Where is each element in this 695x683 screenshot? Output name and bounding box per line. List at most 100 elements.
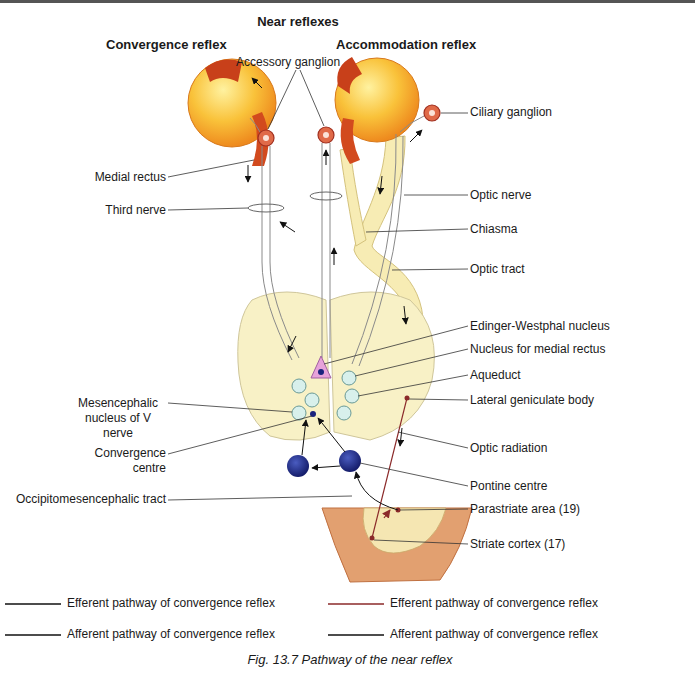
part-label: Lateral geniculate body: [470, 393, 685, 408]
third-nerve: [262, 146, 292, 360]
edinger-westphal-nucleus: [311, 356, 331, 378]
leader-line: [404, 195, 468, 196]
legend-swatch: [328, 600, 384, 608]
part-label: Ciliary ganglion: [470, 105, 685, 120]
pathway-line: [312, 466, 340, 468]
accessory-ganglion: [318, 127, 334, 143]
part-label: Third nerve: [66, 203, 166, 218]
pathway-line: [302, 420, 306, 455]
leader-line: [355, 349, 468, 376]
part-label: Optic tract: [470, 262, 685, 277]
leader-line: [168, 416, 312, 454]
pathway-arrow: [410, 130, 422, 142]
legend-swatch: [5, 600, 61, 608]
third-nerve: [322, 143, 323, 358]
pathway-arrow: [334, 248, 335, 265]
legend-text: Efferent pathway of convergence reflex: [67, 596, 275, 610]
medial-rectus-muscle: [341, 118, 360, 164]
nucleus-circle: [292, 379, 306, 393]
eye-muscle: [337, 57, 362, 94]
part-label: Occipitomesencephalic tract: [10, 492, 166, 507]
part-label: Aqueduct: [470, 368, 685, 383]
ciliary-ganglion: [424, 105, 440, 121]
pathway-arrow: [248, 165, 249, 182]
occipitomesencephalic-tract: [356, 472, 398, 510]
leader-line: [168, 403, 292, 412]
legend-text: Afferent pathway of convergence reflex: [390, 627, 598, 641]
legend-text: Efferent pathway of convergence reflex: [390, 596, 598, 610]
leader-line: [324, 326, 468, 364]
third-nerve: [330, 143, 331, 358]
part-label: Accessory ganglion: [236, 55, 366, 70]
ganglion-core: [263, 135, 269, 141]
leader-line: [400, 509, 468, 510]
nerve-bundle-ring: [248, 204, 284, 212]
part-label: Parastriate area (19): [470, 502, 685, 517]
leader-lines: [168, 70, 468, 544]
pathway-arrow: [252, 78, 262, 88]
leader-line: [358, 375, 468, 396]
leader-line: [168, 160, 254, 177]
pathway-arrow: [288, 336, 296, 352]
pathway-arrow: [326, 150, 327, 165]
nucleus-circle: [337, 406, 351, 420]
legend-item: Afferent pathway of convergence reflex: [5, 627, 275, 642]
part-label: Edinger-Westphal nucleus: [470, 319, 685, 334]
leader-line: [409, 399, 468, 400]
part-label: Medial rectus: [66, 170, 166, 185]
visual-cortex: [363, 508, 446, 553]
geniculate-dot: [405, 396, 410, 401]
legend-line-sample: [5, 634, 61, 635]
pontine-centre: [339, 450, 361, 472]
part-label: Chiasma: [470, 222, 685, 237]
occipital-cortex: [322, 508, 472, 582]
nerve-branch: [250, 118, 260, 132]
leader-line: [360, 463, 468, 486]
short-ciliary-nerve: [400, 116, 424, 132]
part-label: Accommodation reflex: [336, 37, 496, 52]
leader-line: [168, 496, 352, 500]
leader-line: [441, 113, 468, 114]
part-label: Convergence reflex: [106, 37, 236, 52]
legend-swatch: [328, 631, 384, 639]
legend-line-sample: [328, 603, 384, 604]
figure-caption: Fig. 13.7 Pathway of the near reflex: [180, 652, 520, 668]
ganglion-core: [429, 110, 435, 116]
pathway-arrow: [384, 510, 390, 518]
nerve-bundle-ring: [310, 192, 342, 200]
left-eyeball: [188, 59, 276, 147]
pathway-arrow: [400, 428, 402, 446]
legend-item: Afferent pathway of convergence reflex: [328, 627, 598, 642]
top-border: [0, 0, 695, 3]
legend-swatch: [5, 631, 61, 639]
pontine-centre: [287, 455, 309, 477]
third-nerve: [352, 134, 396, 364]
part-label: Pontine centre: [470, 479, 685, 494]
third-nerve: [359, 136, 403, 366]
midbrain-right-half: [330, 292, 434, 440]
striate-dot: [370, 536, 375, 541]
nucleus-dot: [318, 369, 324, 375]
pathway-line: [318, 418, 345, 452]
part-label: Striate cortex (17): [470, 537, 685, 552]
figure-title: Near reflexes: [198, 14, 398, 30]
part-label: Mesencephalic nucleus of V nerve: [70, 396, 166, 441]
legend-text: Afferent pathway of convergence reflex: [67, 627, 275, 641]
nucleus-circle: [305, 393, 319, 407]
legend-line-sample: [5, 603, 61, 604]
part-label: Optic radiation: [470, 441, 685, 456]
legend-item: Efferent pathway of convergence reflex: [5, 596, 275, 611]
ganglion-core: [323, 132, 329, 138]
leader-line: [366, 229, 468, 232]
leader-line: [268, 70, 296, 129]
legend-item: Efferent pathway of convergence reflex: [328, 596, 598, 611]
medial-rectus-nucleus: [342, 371, 356, 385]
third-nerve: [270, 146, 299, 358]
pathway-arrow: [404, 306, 406, 324]
accessory-ganglion: [258, 130, 274, 146]
nucleus-circle: [345, 389, 359, 403]
leader-line: [168, 208, 248, 210]
leader-line: [398, 432, 468, 448]
